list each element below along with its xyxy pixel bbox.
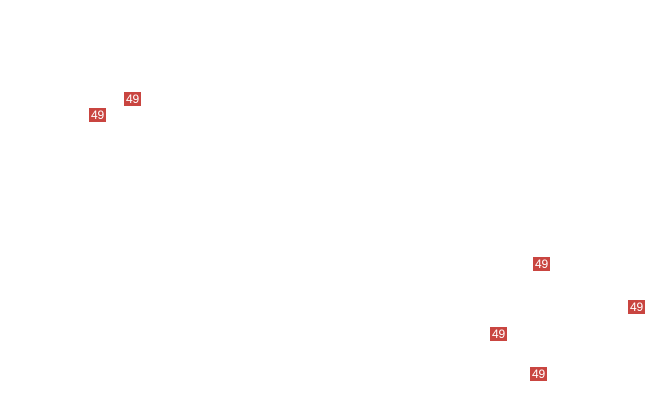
count-badge[interactable]: 49 (89, 108, 106, 122)
count-badge[interactable]: 49 (530, 367, 547, 381)
count-badge[interactable]: 49 (628, 300, 645, 314)
count-badge[interactable]: 49 (490, 327, 507, 341)
count-badge[interactable]: 49 (124, 92, 141, 106)
count-badge[interactable]: 49 (533, 257, 550, 271)
